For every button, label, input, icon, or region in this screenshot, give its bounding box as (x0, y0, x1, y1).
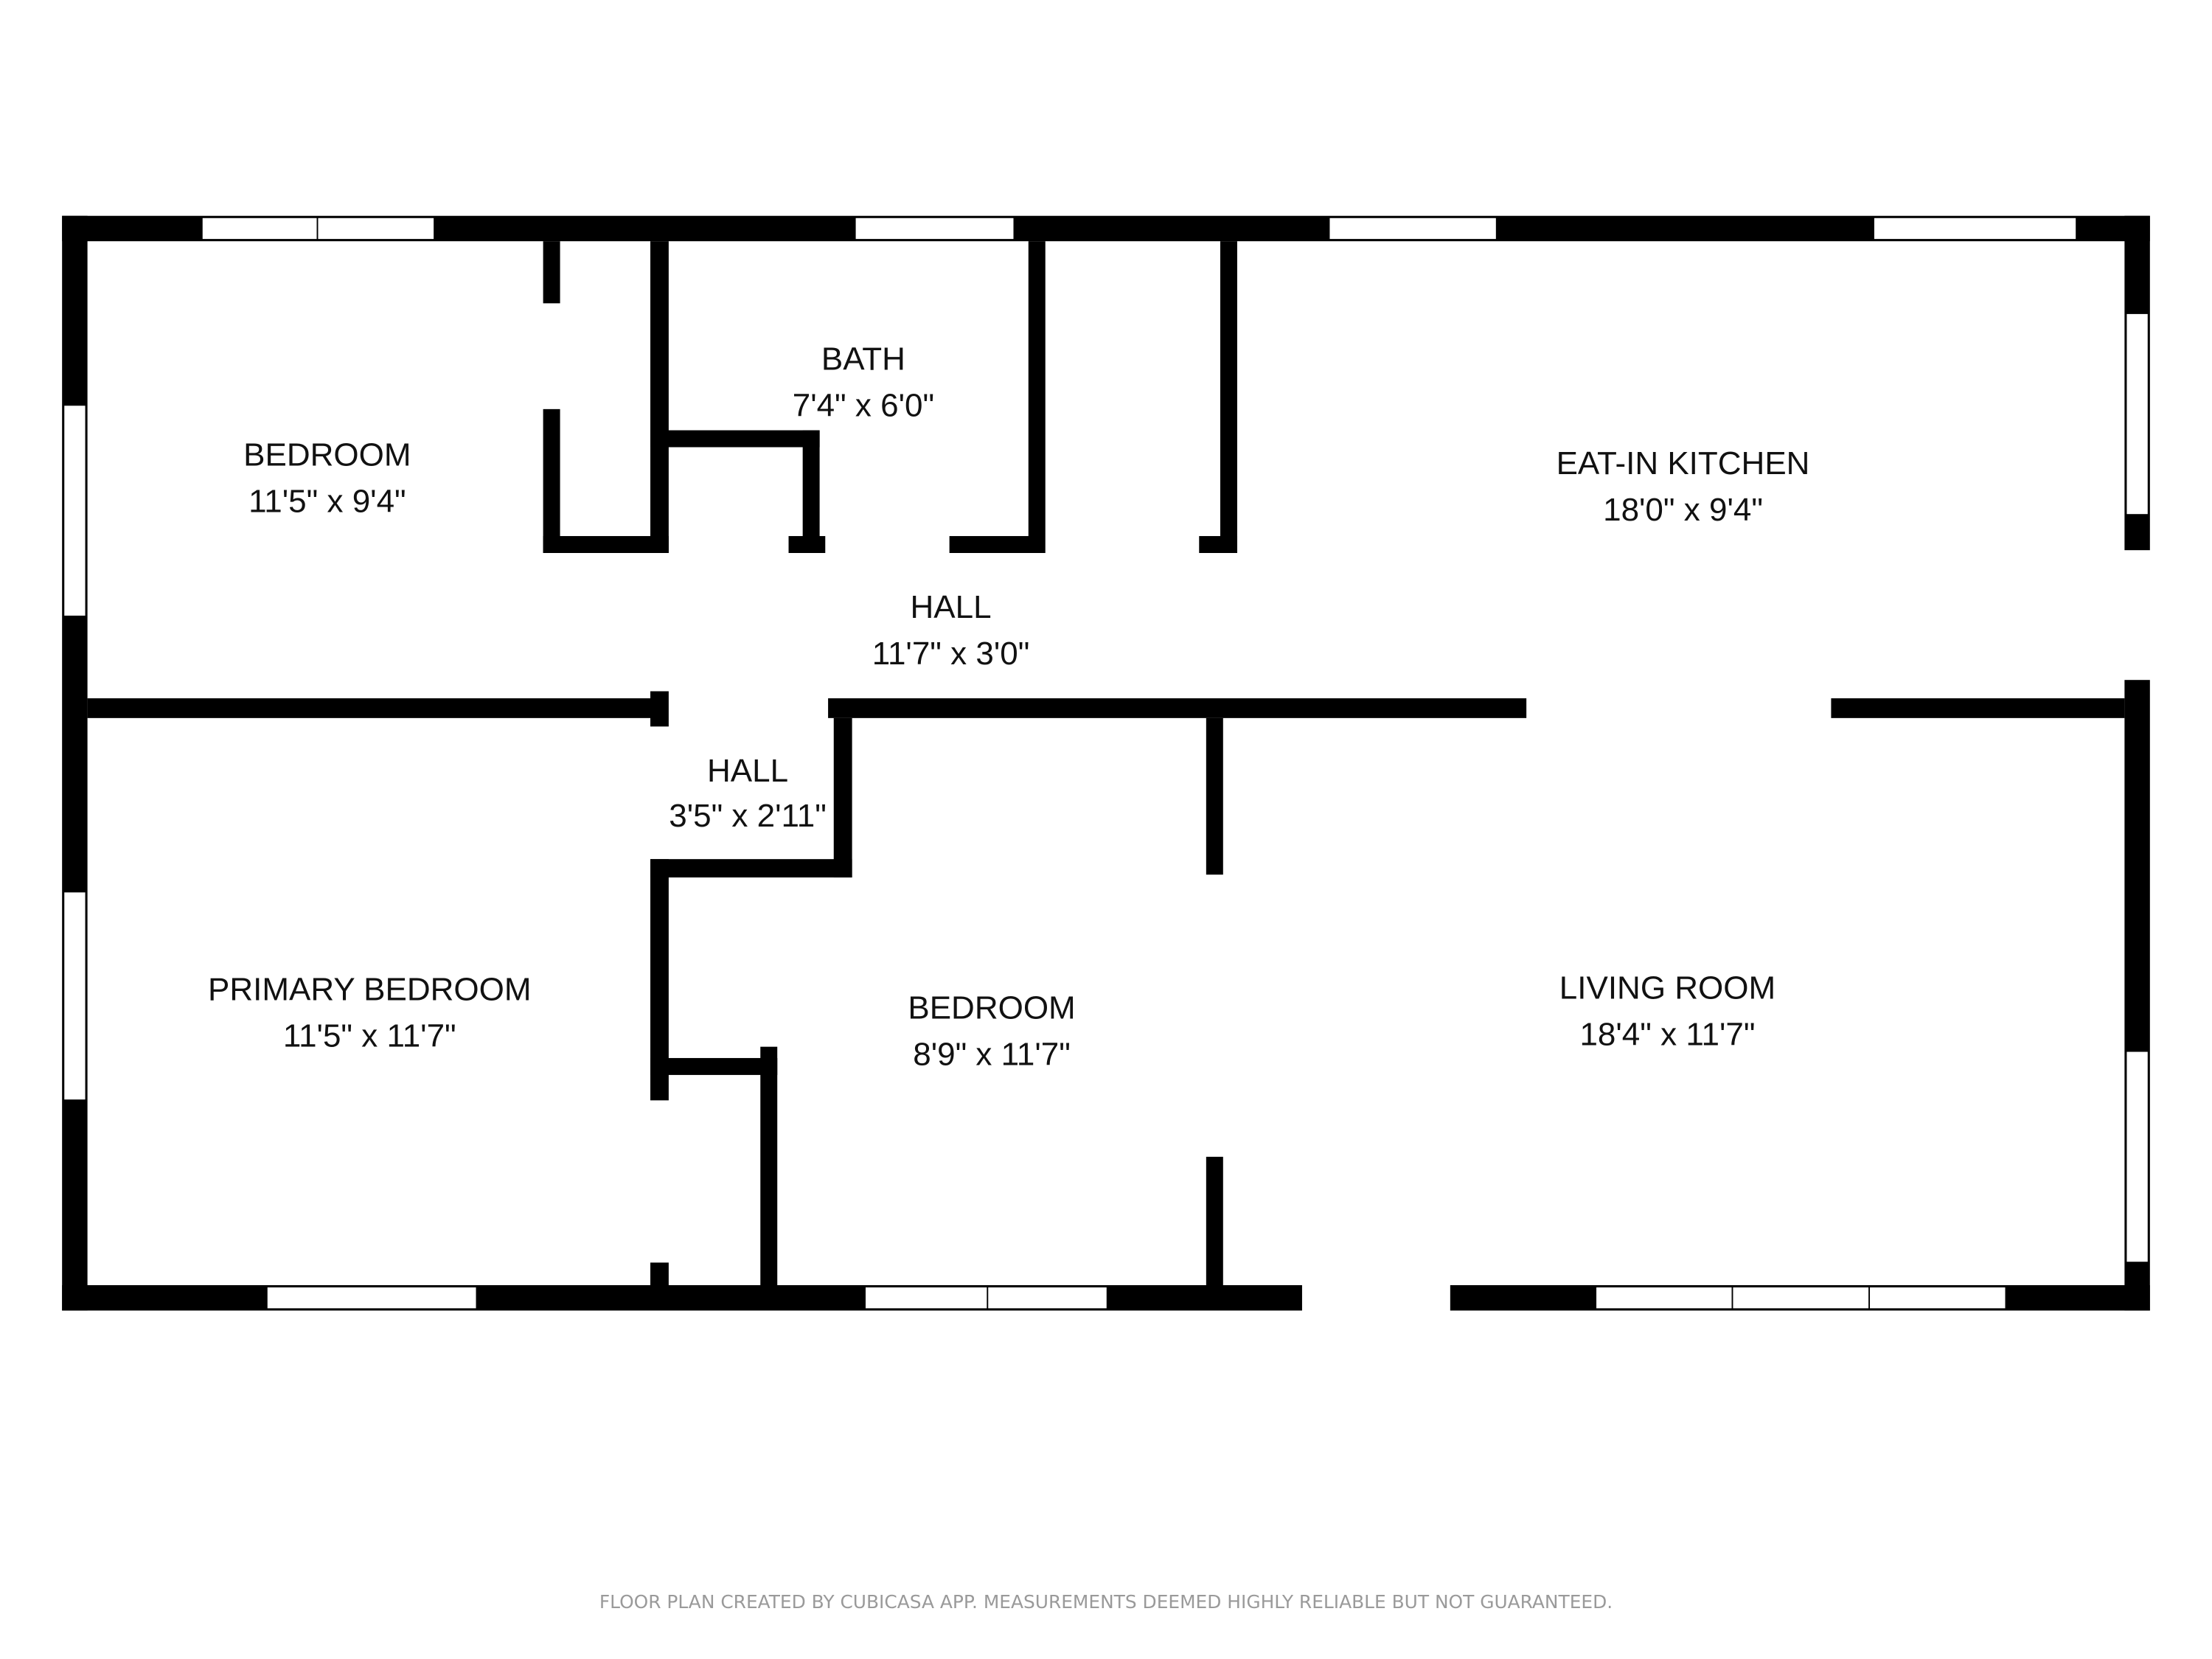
room-size-bedroom: 11'5" x 9'4" (248, 484, 406, 520)
room-name-hall: HALL (911, 589, 992, 625)
room-name-primary-bedroom: PRIMARY BEDROOM (208, 972, 531, 1008)
room-name-kitchen: EAT-IN KITCHEN (1557, 445, 1810, 481)
room-size-hall: 11'7" x 3'0" (872, 636, 1030, 672)
room-name-living-room: LIVING ROOM (1559, 970, 1775, 1006)
room-labels: BEDROOM 11'5" x 9'4" BATH 7'4" x 6'0" EA… (208, 341, 1809, 1072)
room-size-primary-bedroom: 11'5" x 11'7" (283, 1018, 456, 1054)
room-name-bedroom-2: BEDROOM (908, 990, 1075, 1026)
room-size-living-room: 18'4" x 11'7" (1579, 1017, 1755, 1053)
room-name-bedroom: BEDROOM (243, 437, 411, 473)
room-name-bath: BATH (821, 341, 905, 377)
walls (62, 215, 2150, 1311)
room-size-kitchen: 18'0" x 9'4" (1603, 492, 1763, 528)
room-size-hall-small: 3'5" x 2'11" (669, 798, 827, 834)
room-size-bedroom-2: 8'9" x 11'7" (913, 1037, 1071, 1073)
disclaimer-footer: FLOOR PLAN CREATED BY CUBICASA APP. MEAS… (599, 1591, 1613, 1613)
room-name-hall-small: HALL (707, 753, 788, 789)
windows (62, 216, 2150, 1310)
room-size-bath: 7'4" x 6'0" (793, 387, 934, 423)
